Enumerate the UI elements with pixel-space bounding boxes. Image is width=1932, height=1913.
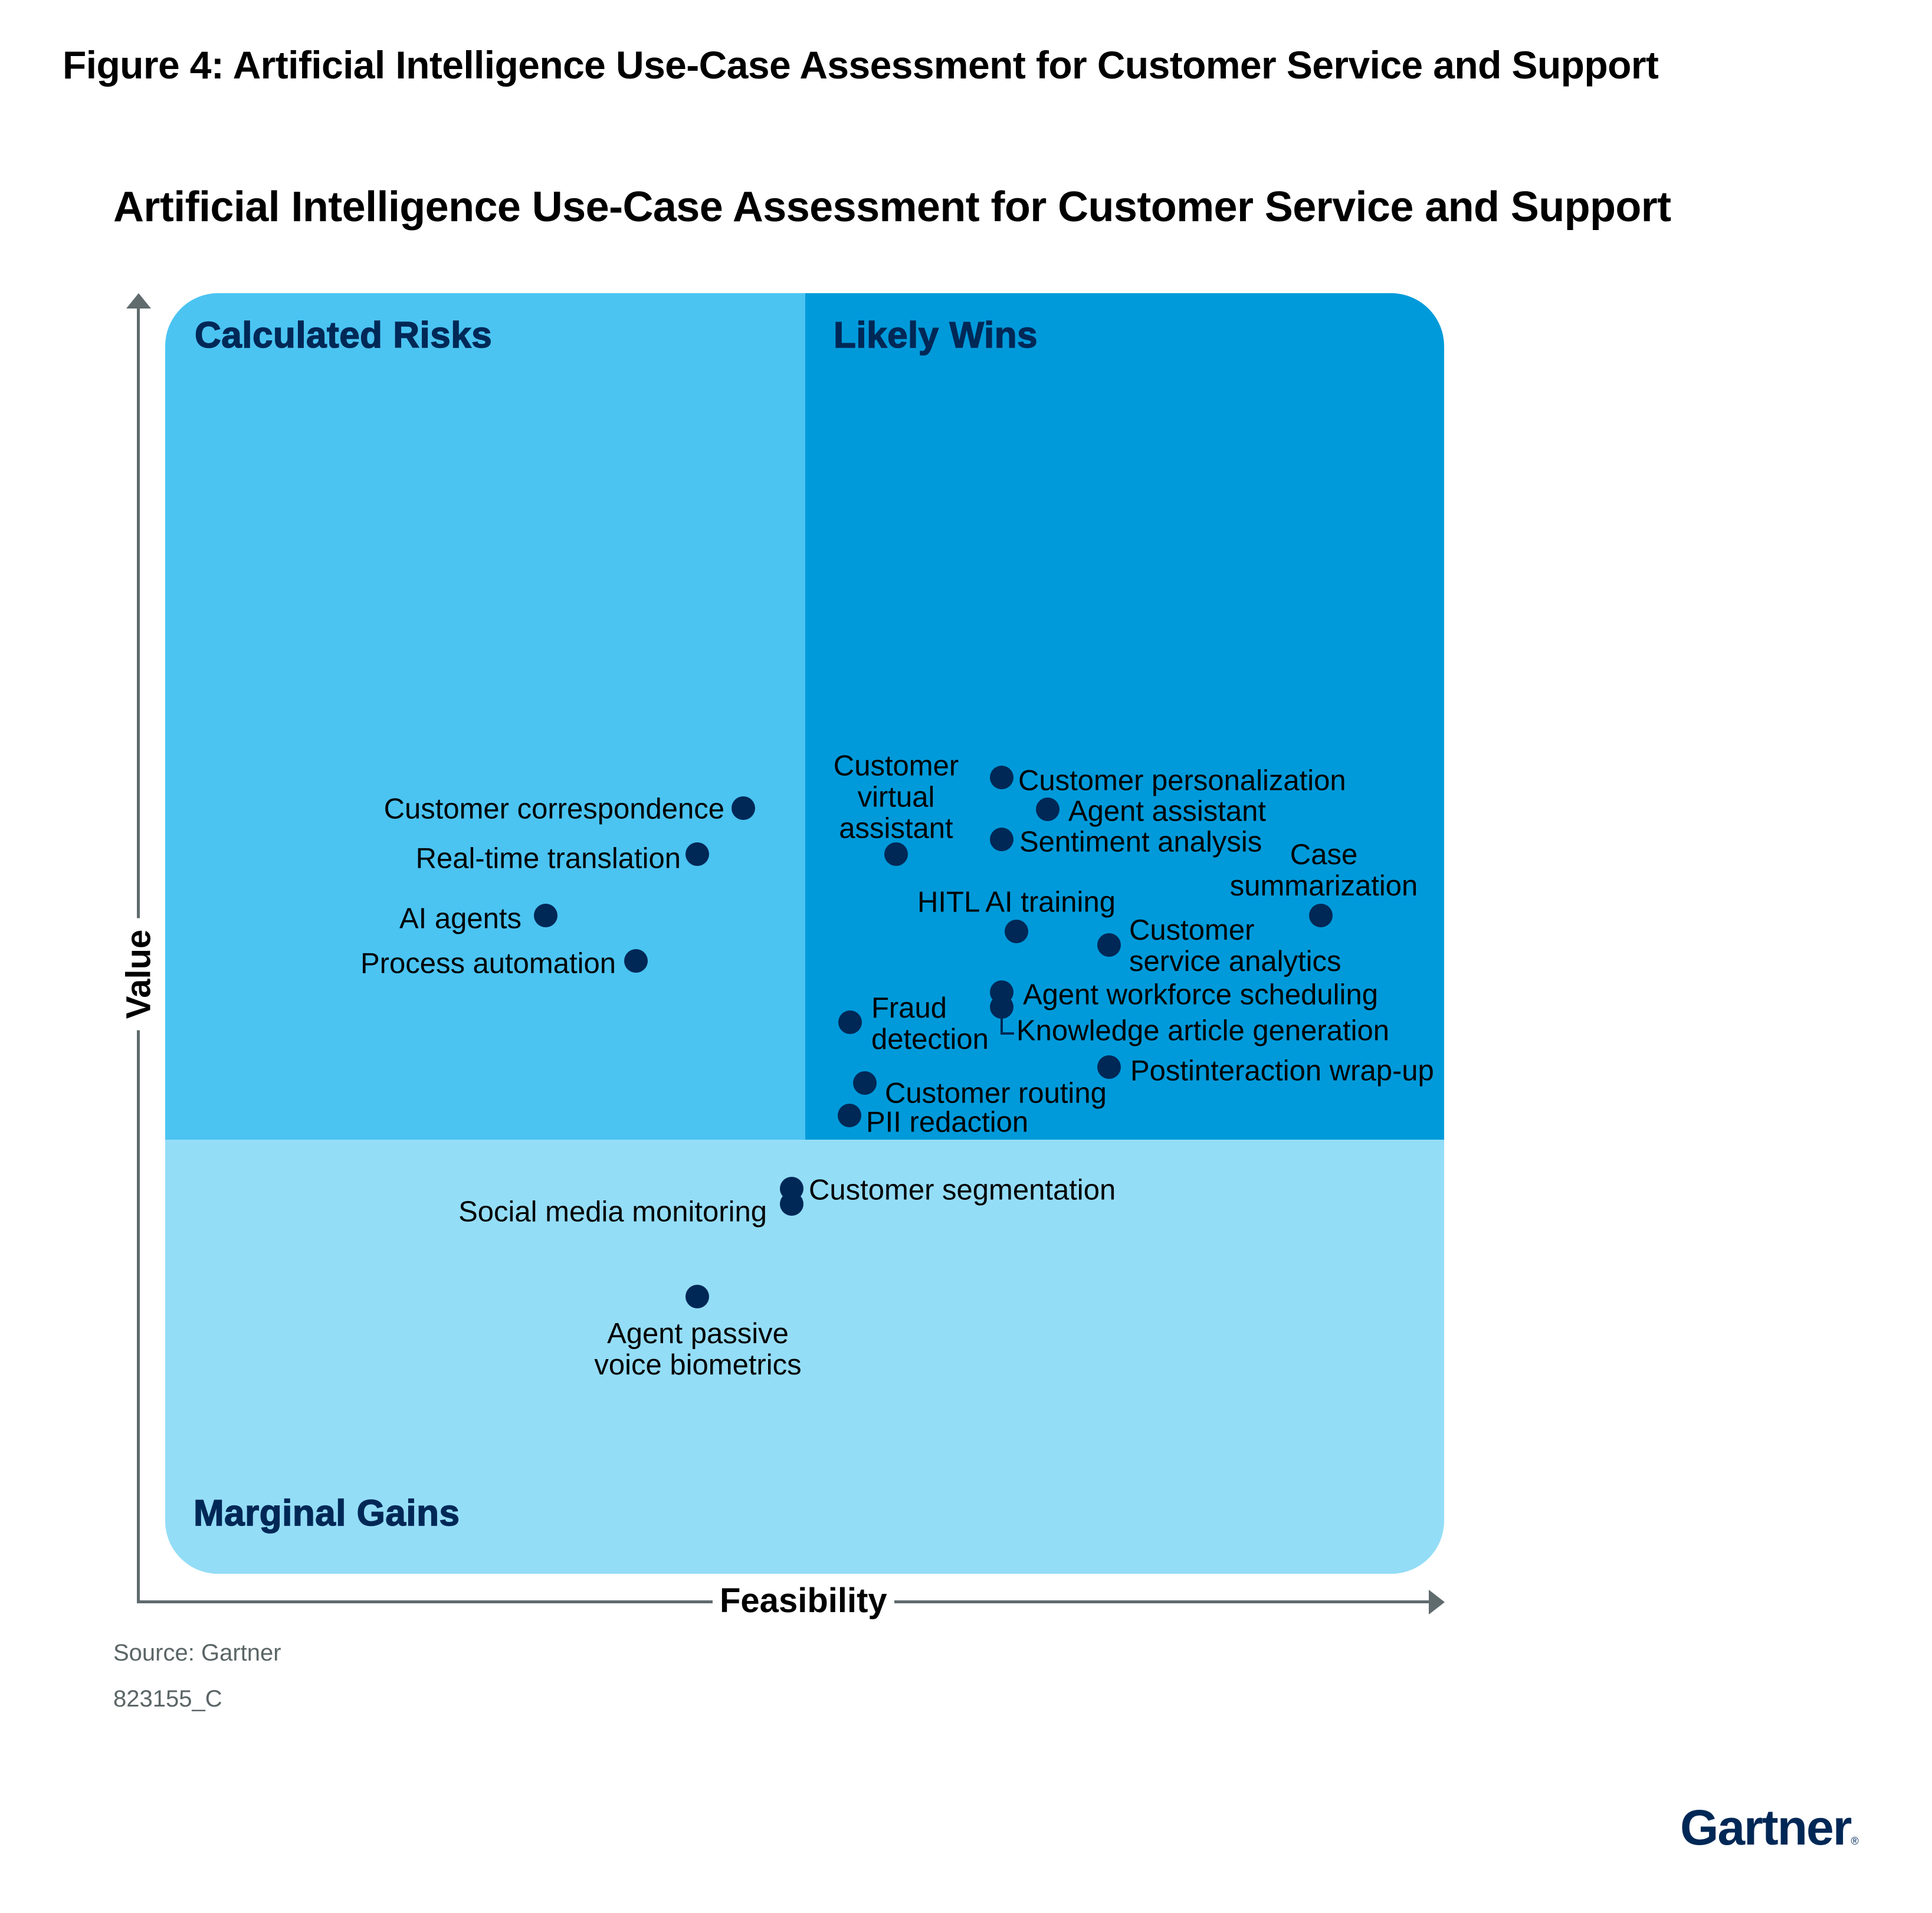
logo-text: Gartner [1680, 1800, 1852, 1855]
y-axis-arrow-icon [126, 293, 151, 309]
data-point-social-media-monitoring [780, 1192, 803, 1216]
data-label-ai-agents: AI agents [399, 903, 521, 935]
label-connector [1001, 1015, 1014, 1035]
quadrant-likely-wins: Likely Wins [805, 293, 1444, 1140]
data-label-customer-personalization: Customer personalization [1018, 764, 1346, 797]
data-point-hitl-ai-training [1005, 920, 1028, 943]
source-note: Source: Gartner [113, 1640, 281, 1666]
data-label-sentiment-analysis: Sentiment analysis [1019, 826, 1262, 858]
x-axis-arrow-icon [1429, 1590, 1445, 1615]
data-label-social-media-monitoring: Social media monitoring [458, 1196, 767, 1228]
x-axis-label: Feasibility [713, 1581, 894, 1620]
data-label-agent-assistant: Agent assistant [1068, 795, 1267, 828]
registered-mark-icon: ® [1851, 1835, 1859, 1847]
data-point-sentiment-analysis [990, 828, 1013, 851]
data-label-pii-redaction: PII redaction [866, 1106, 1029, 1138]
data-point-agent-passive-voice-biometrics [685, 1285, 709, 1308]
quadrant-panel: Calculated Risks Likely Wins Marginal Ga… [165, 293, 1444, 1574]
data-label-real-time-translation: Real-time translation [415, 842, 681, 875]
data-point-case-summarization [1309, 904, 1333, 927]
data-point-postinteraction-wrap-up [1097, 1055, 1121, 1079]
data-point-customer-virtual-assistant [884, 842, 908, 866]
figure-title: Figure 4: Artificial Intelligence Use-Ca… [63, 43, 1659, 87]
data-label-customer-routing: Customer routing [885, 1077, 1107, 1110]
data-point-customer-personalization [990, 766, 1013, 789]
data-label-agent-workforce-scheduling: Agent workforce scheduling [1023, 979, 1378, 1011]
quadrant-label-marginal-gains: Marginal Gains [193, 1492, 460, 1534]
quadrant-label-likely-wins: Likely Wins [833, 314, 1038, 356]
data-label-hitl-ai-training: HITL AI training [917, 886, 1116, 918]
data-point-customer-routing [853, 1071, 877, 1095]
data-point-ai-agents [534, 904, 557, 927]
quadrant-label-calculated-risks: Calculated Risks [194, 314, 493, 356]
figure-code: 823155_C [113, 1686, 222, 1712]
data-point-agent-assistant [1036, 798, 1060, 821]
y-axis-label: Value [119, 918, 159, 1031]
data-point-customer-correspondence [732, 796, 755, 820]
quadrant-marginal-gains: Marginal Gains [165, 1140, 1444, 1574]
data-point-knowledge-article-generation [990, 995, 1013, 1019]
data-label-customer-correspondence: Customer correspondence [383, 793, 724, 825]
data-label-process-automation: Process automation [360, 947, 616, 980]
data-label-customer-segmentation: Customer segmentation [809, 1174, 1116, 1206]
data-point-real-time-translation [685, 842, 709, 866]
data-point-pii-redaction [838, 1104, 861, 1127]
quadrant-calculated-risks: Calculated Risks [165, 293, 805, 1140]
chart-title: Artificial Intelligence Use-Case Assessm… [113, 183, 1671, 231]
data-label-postinteraction-wrap-up: Postinteraction wrap-up [1130, 1055, 1434, 1087]
data-point-customer-service-analytics [1097, 933, 1121, 957]
data-point-process-automation [624, 949, 648, 973]
data-point-fraud-detection [838, 1010, 862, 1034]
data-label-knowledge-article-generation: Knowledge article generation [1016, 1015, 1389, 1047]
gartner-logo: Gartner® [1680, 1799, 1859, 1856]
